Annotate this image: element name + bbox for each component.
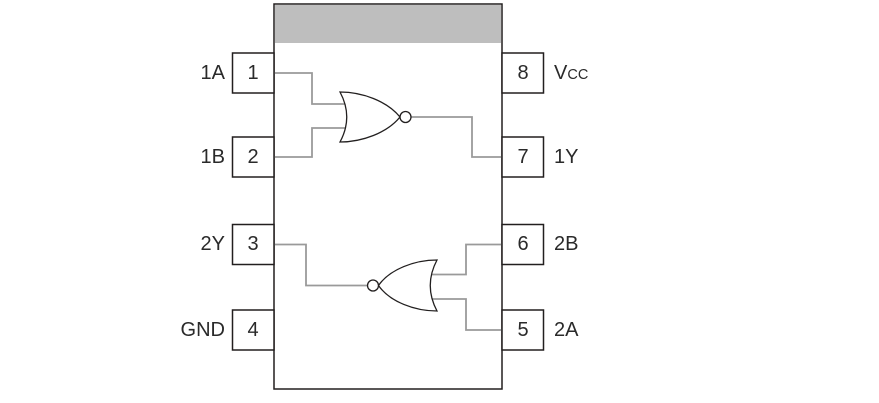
nor-gate-2	[366, 259, 439, 312]
pin-label-2b: 2B	[554, 233, 579, 255]
nor-gate-2-body	[377, 259, 439, 312]
pin-box-6	[501, 223, 545, 266]
pin-label-vcc: VCC	[554, 53, 674, 93]
nor-gate-1-body	[338, 91, 401, 143]
pin-4-number: 4	[247, 319, 259, 341]
wire-pin2-to-gate1	[274, 127, 352, 158]
pin-1-number: 1	[247, 62, 259, 84]
pin-label-1y: 1Y	[554, 146, 579, 168]
pin-label-vcc-sub: CC	[567, 67, 589, 83]
pin-box-7	[501, 136, 545, 178]
pin-boxes	[231, 52, 545, 351]
pin-label-1a: 1A	[200, 62, 225, 84]
pin-label-2y: 2Y	[200, 233, 225, 255]
pin-label-2a: 2A	[554, 319, 579, 341]
pin-label-vcc-main: V	[554, 62, 568, 84]
pin-box-2	[231, 136, 275, 178]
chip-body	[273, 3, 503, 390]
pin-2-number: 2	[247, 146, 259, 168]
pin-8-number: 8	[517, 62, 529, 84]
wire-gate2-to-pin3	[274, 243, 368, 287]
wire-pin5-to-gate2	[430, 298, 502, 331]
pin-box-8	[501, 52, 545, 94]
pin-6-number: 6	[517, 233, 529, 255]
nor-gate-2-bubble	[366, 279, 380, 292]
internal-wires	[274, 72, 502, 331]
wire-pin1-to-gate1	[274, 72, 352, 105]
pin-box-1	[231, 52, 275, 94]
pin-box-5	[501, 309, 545, 351]
nor-gate-1-bubble	[399, 110, 412, 124]
pin-3-number: 3	[247, 233, 259, 255]
wire-pin6-to-gate2	[430, 243, 502, 276]
chip-top-band	[275, 5, 501, 43]
wire-gate1-to-pin7	[411, 116, 502, 158]
pin-box-3	[231, 223, 275, 266]
nor-gate-1	[338, 91, 412, 143]
pin-7-number: 7	[517, 146, 529, 168]
pin-label-gnd: GND	[180, 319, 225, 341]
pin-label-1b: 1B	[200, 146, 225, 168]
pin-5-number: 5	[517, 319, 529, 341]
pin-box-4	[231, 309, 275, 351]
